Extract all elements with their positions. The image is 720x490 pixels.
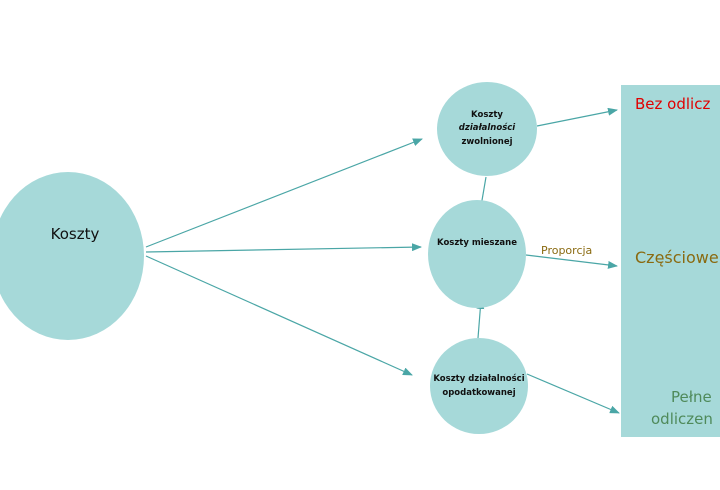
- arrow-opodatkowanej-to-pelne: [526, 373, 620, 414]
- arrow-koszty-to-zwolnionej: [145, 138, 423, 248]
- node-koszty-dzialalnosci-zwolnionej: Koszty działalności zwolnionej: [437, 82, 537, 176]
- panel-label-czesciowe: Częściowe: [635, 248, 719, 267]
- node-zwolnionej-text: Koszty działalności zwolnionej: [459, 109, 515, 149]
- arrow-koszty-to-opodatkowanej: [145, 255, 413, 376]
- arrow-koszty-to-mieszane: [145, 243, 422, 253]
- node-opodatkowanej-line2: opodatkowanej: [442, 388, 516, 398]
- panel-label-bez-odliczenia: Bez odlicz: [635, 95, 711, 113]
- node-koszty-mieszane: Koszty mieszane: [428, 200, 526, 308]
- node-zwolnionej-line1: Koszty: [471, 110, 503, 121]
- node-koszty-label: Koszty: [50, 225, 100, 243]
- panel-label-pelne-odliczenie: Pełne odliczen: [651, 387, 720, 431]
- node-zwolnionej-line2: działalności: [458, 123, 516, 134]
- panel-label-pelne-line1: Pełne: [671, 388, 712, 406]
- node-mieszane-label: Koszty mieszane: [437, 238, 517, 248]
- node-opodatkowanej-line1: Koszty działalności: [433, 373, 525, 384]
- edge-label-proporcja: Proporcja: [541, 244, 593, 257]
- node-zwolnionej-line3: zwolnionej: [461, 136, 513, 147]
- node-opodatkowanej-text: Koszty działalności opodatkowanej: [433, 372, 524, 401]
- node-koszty: Koszty: [0, 172, 144, 340]
- panel-label-pelne-line2: odliczen: [651, 409, 713, 428]
- result-panel: Bez odlicz Częściowe Pełne odliczen: [621, 85, 720, 437]
- arrow-zwolnionej-to-bez: [536, 107, 618, 127]
- node-koszty-dzialalnosci-opodatkowanej: Koszty działalności opodatkowanej: [430, 338, 528, 434]
